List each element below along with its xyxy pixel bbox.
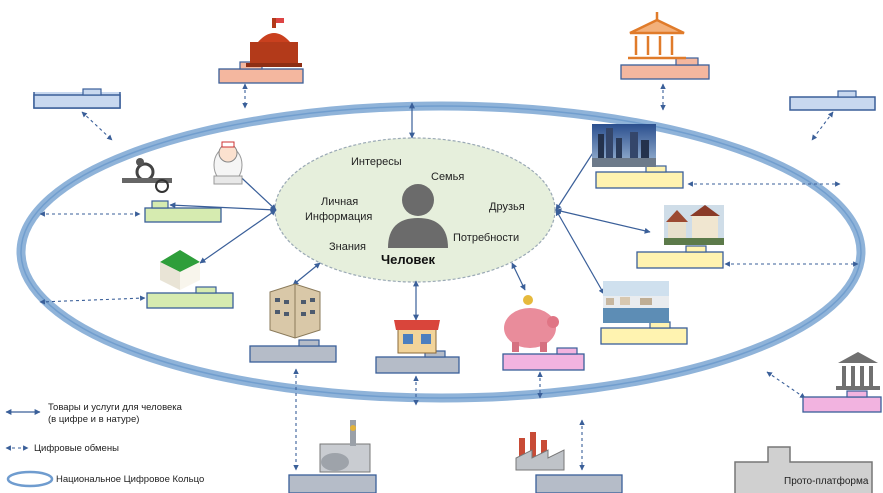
- label-friends: Друзья: [489, 201, 525, 213]
- power-plant-icon: [319, 420, 371, 473]
- label-interests: Интересы: [351, 156, 402, 168]
- proto-platform-label: Прото-платформа: [784, 475, 869, 487]
- platform-factory-right: [535, 474, 623, 493]
- shop-icon: [394, 320, 440, 354]
- bank-icon: [836, 352, 880, 390]
- platform-city: [595, 165, 684, 189]
- doctor-icon: [213, 141, 243, 185]
- legend: Товары и услуги для человека (в цифре и …: [5, 402, 204, 488]
- piggy-bank-icon: [504, 295, 559, 352]
- platform-housing: [146, 286, 234, 309]
- platform-office: [249, 339, 337, 363]
- label-needs: Потребности: [453, 232, 519, 244]
- platform-port: [600, 321, 688, 345]
- wheelchair-icon: [122, 158, 172, 193]
- label-knowledge: Знания: [329, 241, 366, 253]
- platform-outer-topleft: [33, 88, 121, 109]
- proto-platform: [734, 446, 873, 493]
- legend-exchanges: Цифровые обмены: [34, 443, 119, 454]
- platform-medical: [144, 200, 222, 223]
- solid-arrows: [169, 102, 651, 321]
- legend-ring: Национальное Цифровое Кольцо: [56, 474, 204, 485]
- center-title: Человек: [381, 252, 435, 267]
- city-photo-icon: [592, 124, 656, 167]
- platform-museum: [620, 57, 710, 80]
- office-building-icon: [269, 283, 321, 339]
- platform-shop: [375, 350, 460, 374]
- factory-icon: [515, 432, 565, 471]
- port-photo-icon: [603, 281, 669, 323]
- town-photo-icon: [664, 205, 724, 245]
- house-icon: [160, 250, 200, 290]
- platform-factory-left: [288, 474, 377, 493]
- person-icon: [388, 184, 448, 248]
- dashed-arrows: [39, 83, 859, 471]
- museum-building-icon: [628, 12, 686, 60]
- legend-goods-line2: (в цифре и в натуре): [48, 414, 139, 425]
- platform-finance: [502, 347, 585, 371]
- label-personal-info-line1: Личная: [321, 196, 358, 208]
- platform-town: [636, 245, 724, 269]
- platform-outer-topright: [789, 90, 876, 111]
- label-family: Семья: [431, 171, 464, 183]
- government-building-icon: [246, 18, 302, 67]
- legend-goods-line1: Товары и услуги для человека: [48, 402, 183, 413]
- legend-ring-icon: [6, 470, 54, 488]
- platform-bank: [802, 390, 882, 413]
- label-personal-info-line2: Информация: [305, 211, 372, 223]
